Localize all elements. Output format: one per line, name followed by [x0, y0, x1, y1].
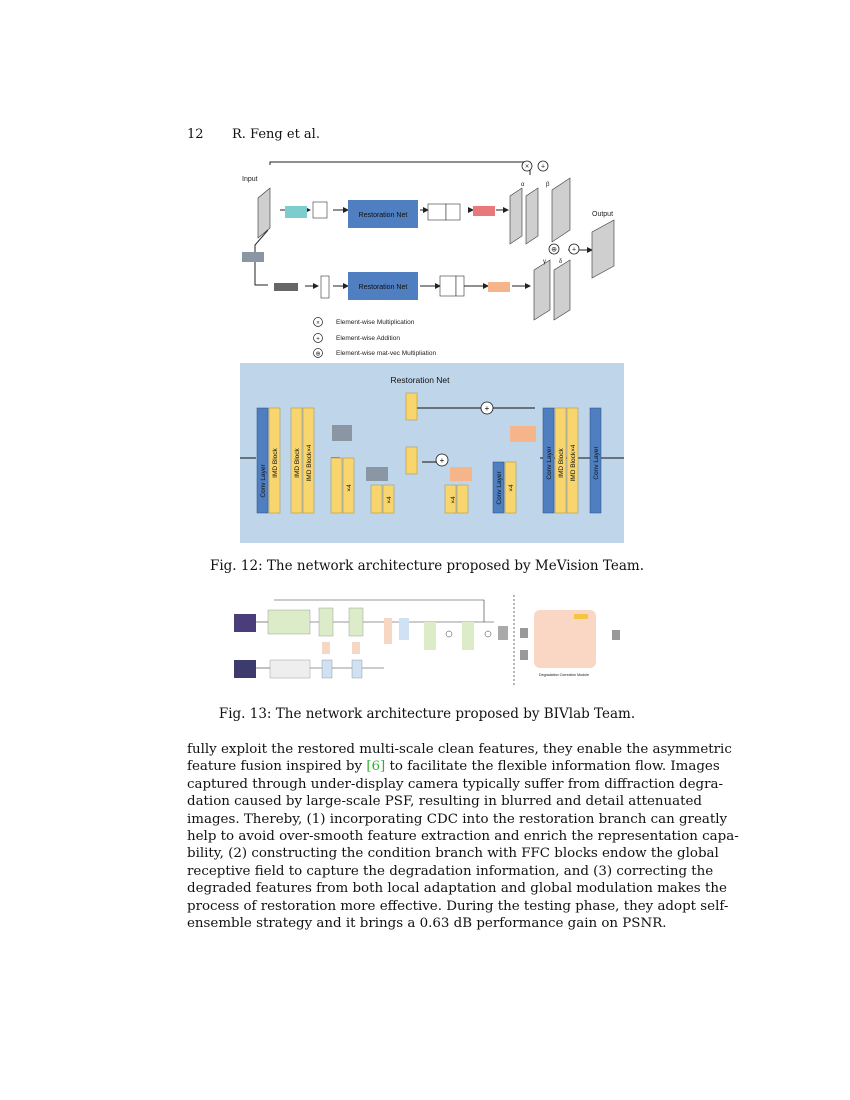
- svg-text:γ: γ: [543, 259, 546, 265]
- svg-text:+: +: [572, 247, 576, 254]
- svg-text:β: β: [546, 182, 550, 188]
- legend-add: Element-wise Addition: [336, 335, 400, 342]
- svg-text:×: ×: [525, 164, 529, 171]
- fig13-caption: Fig. 13: The network architecture propos…: [218, 706, 636, 722]
- svg-text:IMD Block: IMD Block: [294, 447, 301, 477]
- restoration-net-top-label: Restoration Net: [359, 212, 408, 219]
- fem-block: [267, 609, 311, 635]
- avg-pool-block: [242, 252, 264, 262]
- svg-text:Conv Layer: Conv Layer: [496, 471, 503, 505]
- up-sample-block: [488, 282, 510, 292]
- body-line-part: to facilitate the flexible information f…: [385, 759, 720, 775]
- net-down-sample-2: [366, 467, 388, 481]
- svg-text:⊕: ⊕: [315, 352, 320, 358]
- body-line: captured through under-display camera ty…: [187, 776, 724, 792]
- svg-text:×4: ×4: [386, 496, 393, 504]
- fig12-caption: Fig. 12: The network architecture propos…: [209, 558, 645, 574]
- skip-connection: [269, 161, 531, 175]
- svg-text:Conv Layer: Conv Layer: [260, 464, 267, 498]
- net-up-sample-2: [510, 426, 536, 442]
- svg-text:IMD Block: IMD Block: [272, 447, 279, 477]
- svg-text:+: +: [440, 456, 445, 465]
- net-imd-block-in: [268, 407, 281, 514]
- body-line: degraded features from both local adapta…: [187, 881, 727, 897]
- body-line: bility, (2) constructing the condition b…: [187, 846, 719, 862]
- svg-text:+: +: [541, 164, 545, 171]
- restoration-net-bottom-label: Restoration Net: [359, 284, 408, 291]
- body-line: help to avoid over-smooth feature extrac…: [187, 829, 739, 845]
- fig12-pipeline-diagram: × + ⊕ + Input Output Restoration Net Resto…: [242, 160, 615, 358]
- net-down-sample-1: [332, 425, 352, 441]
- body-line: ensemble strategy and it brings a 0.63 d…: [187, 916, 667, 932]
- fig13-module-label: Degradation Correction Module: [539, 673, 589, 677]
- svg-text:δ: δ: [559, 259, 563, 265]
- conv-layer-block: [274, 283, 298, 291]
- svg-text:+: +: [316, 337, 320, 343]
- input-image-top: [234, 614, 256, 632]
- svg-text:IMD Block: IMD Block: [558, 447, 565, 477]
- svg-text:IMD Block×4: IMD Block×4: [570, 444, 577, 481]
- body-line: receptive field to capture the degradati…: [187, 863, 714, 879]
- page-number: 12: [187, 127, 204, 142]
- degradation-correction-module: [534, 610, 596, 668]
- input-label: Input: [242, 176, 258, 183]
- svg-text:IMD Block×4: IMD Block×4: [306, 444, 313, 481]
- net-imd-block: [290, 407, 303, 514]
- net-title: Restoration Net: [390, 375, 450, 385]
- net-conv-layer-in: [256, 407, 269, 514]
- fig12-restoration-net: Restoration Net + + Conv Layer IMD Bl: [240, 363, 624, 543]
- svg-text:×4: ×4: [346, 484, 353, 492]
- body-line: fully exploit the restored multi-scale c…: [187, 742, 732, 757]
- body-line-part: feature fusion inspired by: [187, 759, 367, 775]
- body-line: process of restoration more effective. D…: [187, 898, 729, 914]
- svg-text:×: ×: [316, 321, 320, 327]
- output-label: Output: [592, 211, 613, 218]
- running-title: R. Feng et al.: [232, 127, 320, 142]
- legend: × Element-wise Multiplication + Element-…: [313, 317, 436, 358]
- restoration-net-bottom: [348, 272, 418, 300]
- net-conv-layer-out: [589, 407, 602, 514]
- legend-matvec: Element-wise mat-vec Multipliation: [336, 350, 436, 357]
- svg-text:⊕: ⊕: [551, 247, 557, 254]
- legend-mult: Element-wise Multiplication: [336, 319, 415, 326]
- input-tensor: [257, 187, 271, 239]
- svg-text:α: α: [521, 182, 525, 188]
- net-blocks: [256, 392, 602, 514]
- svg-text:×4: ×4: [508, 484, 515, 492]
- pixel-shuffle-block: [285, 206, 307, 218]
- net-up-sample-1: [450, 467, 472, 481]
- body-line: images. Thereby, (1) incorporating CDC i…: [187, 811, 728, 827]
- output-tensor: [591, 219, 615, 279]
- body-line: feature fusion inspired by [6] to facili…: [187, 758, 720, 775]
- svg-text:+: +: [485, 404, 490, 413]
- svg-text:Conv Layer: Conv Layer: [546, 446, 553, 480]
- net-imd-block-x4: [302, 407, 315, 514]
- fig13-diagram: Degradation Correction Module: [234, 595, 620, 685]
- pixel-unshuffle-block: [473, 206, 495, 216]
- body-paragraph: fully exploit the restored multi-scale c…: [187, 741, 739, 932]
- body-line: dation caused by large-scale PSF, result…: [187, 794, 703, 810]
- citation-link[interactable]: [6]: [366, 759, 386, 775]
- input-image-bottom: [234, 660, 256, 678]
- svg-text:×4: ×4: [450, 496, 457, 504]
- svg-text:Conv Layer: Conv Layer: [593, 446, 600, 480]
- restoration-net-top: [348, 200, 418, 228]
